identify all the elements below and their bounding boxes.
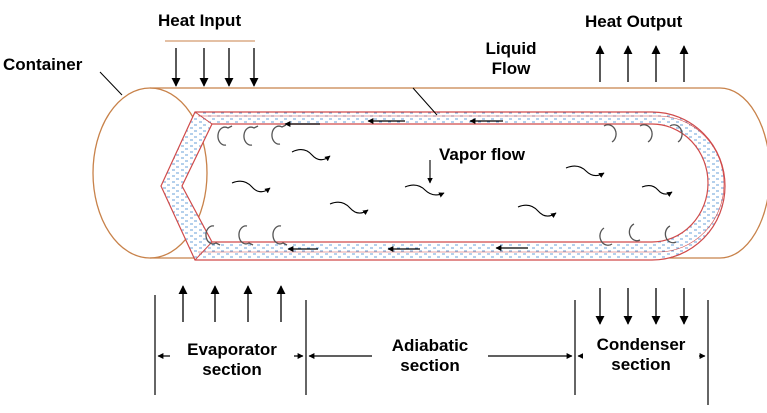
evaporator-label-line2: section — [202, 360, 262, 379]
wick-layer — [160, 111, 726, 261]
liquid-flow-label-line1: Liquid — [485, 39, 537, 58]
heat-output-arrows — [595, 45, 689, 325]
vapor-flow-arrows — [231, 149, 673, 219]
heat-output-label: Heat Output — [585, 12, 683, 31]
adiabatic-label-line2: section — [400, 356, 460, 375]
container-pointer — [99, 71, 123, 96]
liquid-flow-label-line2: Flow — [491, 59, 531, 78]
condenser-label-line2: section — [611, 355, 671, 374]
container-body — [92, 87, 767, 259]
container-label: Container — [3, 55, 83, 74]
adiabatic-section-label: Adiabatic section — [372, 336, 488, 376]
heat-input-arrows — [165, 40, 286, 322]
evaporator-label-line1: Evaporator — [187, 340, 277, 359]
condenser-section-label: Condenser section — [583, 335, 699, 375]
liquid-flow-arrows — [284, 87, 528, 252]
adiabatic-label-line1: Adiabatic — [391, 336, 469, 355]
evaporator-section-label: Evaporator section — [170, 340, 294, 380]
vapor-flow-label: Vapor flow — [437, 145, 527, 165]
condenser-label-line1: Condenser — [596, 335, 686, 354]
heat-input-label: Heat Input — [158, 11, 242, 30]
phase-change-swirls — [205, 124, 683, 246]
liquid-flow-label: Liquid Flow — [476, 39, 546, 79]
